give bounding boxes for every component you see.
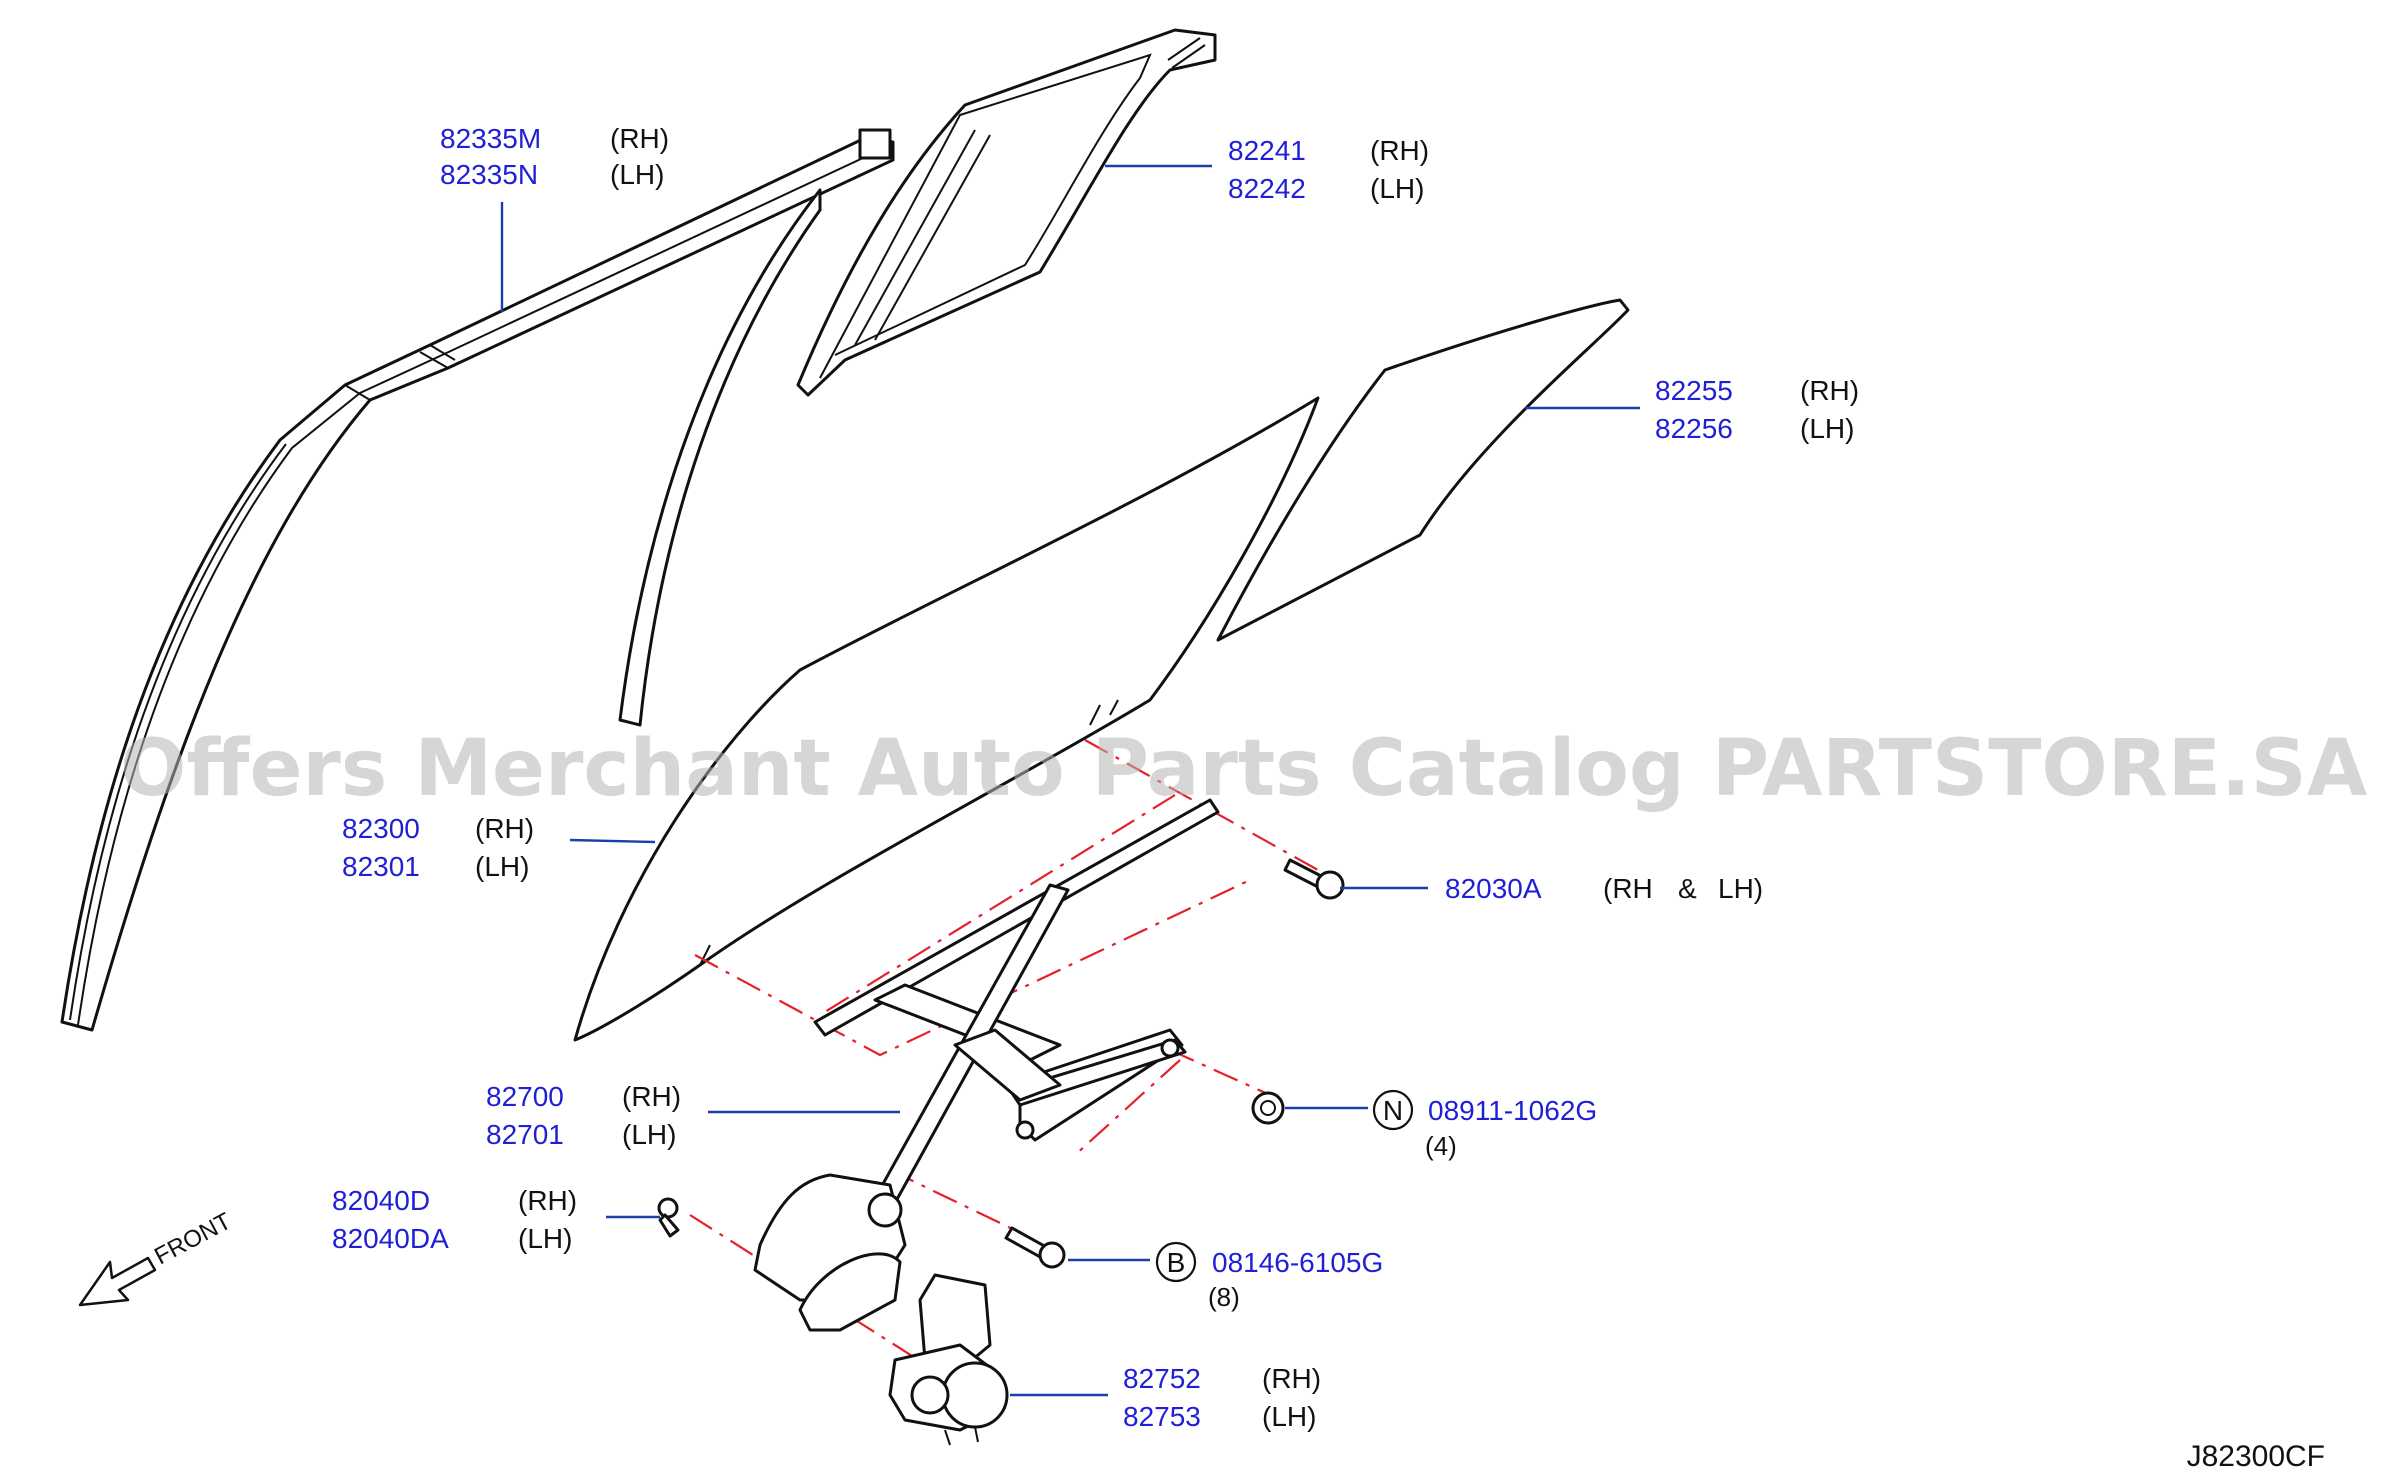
- part-number[interactable]: 82301: [342, 851, 420, 882]
- callout-82241: 82241 (RH) 82242 (LH): [1228, 135, 1429, 204]
- part-number[interactable]: 82241: [1228, 135, 1306, 166]
- badge-letter: N: [1383, 1095, 1403, 1126]
- front-direction-indicator: FRONT: [78, 1207, 236, 1307]
- part-number[interactable]: 82700: [486, 1081, 564, 1112]
- side-label: (LH): [1262, 1401, 1316, 1432]
- part-number[interactable]: 82753: [1123, 1401, 1201, 1432]
- callout-08146: B 08146-6105G (8): [1155, 1241, 1383, 1312]
- side-label: &: [1678, 873, 1697, 904]
- outer-sash-82335: [60, 128, 895, 1032]
- regulator-motor-82752: [888, 1273, 1009, 1446]
- part-number[interactable]: 82040DA: [332, 1223, 449, 1254]
- part-number[interactable]: 82030A: [1445, 873, 1542, 904]
- watermark: Offers Merchant Auto Parts Catalog PARTS…: [120, 724, 2367, 814]
- part-number[interactable]: 82040D: [332, 1185, 430, 1216]
- side-label: (RH): [1370, 135, 1429, 166]
- leader-lines: [500, 164, 1640, 1397]
- part-number[interactable]: 08146-6105G: [1212, 1247, 1383, 1278]
- callout-08911: N 08911-1062G (4): [1372, 1089, 1597, 1161]
- side-label: (RH: [1603, 873, 1653, 904]
- quarter-glass-82255: [1216, 298, 1630, 642]
- side-label: (LH): [518, 1223, 572, 1254]
- side-label: (RH): [610, 123, 669, 154]
- callout-82030A: 82030A (RH & LH): [1445, 873, 1763, 904]
- badge-circle: [1372, 1089, 1414, 1131]
- callout-82700: 82700 (RH) 82701 (LH): [486, 1081, 681, 1150]
- callout-82040D: 82040D (RH) 82040DA (LH): [332, 1185, 577, 1254]
- badge-letter: B: [1167, 1247, 1186, 1278]
- part-number[interactable]: 82752: [1123, 1363, 1201, 1394]
- side-label: (LH): [475, 851, 529, 882]
- part-number[interactable]: 82255: [1655, 375, 1733, 406]
- nut-08911: [1251, 1091, 1285, 1125]
- part-number[interactable]: 82242: [1228, 173, 1306, 204]
- callout-82335: 82335M (RH) 82335N (LH): [440, 123, 669, 190]
- bolt-82040D: [657, 1197, 680, 1238]
- side-label: (LH): [1370, 173, 1424, 204]
- part-number[interactable]: 08911-1062G: [1428, 1095, 1597, 1126]
- part-number[interactable]: 82701: [486, 1119, 564, 1150]
- part-number[interactable]: 82335N: [440, 159, 538, 190]
- quantity: (8): [1208, 1282, 1240, 1312]
- door-glass-82300: [573, 396, 1320, 1042]
- callout-82752: 82752 (RH) 82753 (LH): [1123, 1363, 1321, 1432]
- bolt-08146: [1004, 1226, 1066, 1269]
- diagram-code: J82300CF: [2187, 1440, 2325, 1473]
- side-label: (RH): [622, 1081, 681, 1112]
- side-label: (LH): [1800, 413, 1854, 444]
- side-label: (RH): [1800, 375, 1859, 406]
- badge-circle: [1155, 1241, 1197, 1283]
- front-arrow-icon: [78, 1256, 157, 1307]
- side-label: (LH): [622, 1119, 676, 1150]
- front-label: FRONT: [150, 1207, 236, 1270]
- part-number[interactable]: 82300: [342, 813, 420, 844]
- rear-frame-82241: [618, 28, 1217, 727]
- side-label: LH): [1718, 873, 1763, 904]
- bolt-82030A: [1283, 858, 1345, 900]
- quantity: (4): [1425, 1131, 1457, 1161]
- callout-82255: 82255 (RH) 82256 (LH): [1655, 375, 1859, 444]
- part-number[interactable]: 82335M: [440, 123, 541, 154]
- side-label: (RH): [1262, 1363, 1321, 1394]
- part-number[interactable]: 82256: [1655, 413, 1733, 444]
- side-label: (RH): [518, 1185, 577, 1216]
- callout-82300: 82300 (RH) 82301 (LH): [342, 813, 534, 882]
- side-label: (LH): [610, 159, 664, 190]
- window-regulator-82700: [753, 798, 1220, 1332]
- side-label: (RH): [475, 813, 534, 844]
